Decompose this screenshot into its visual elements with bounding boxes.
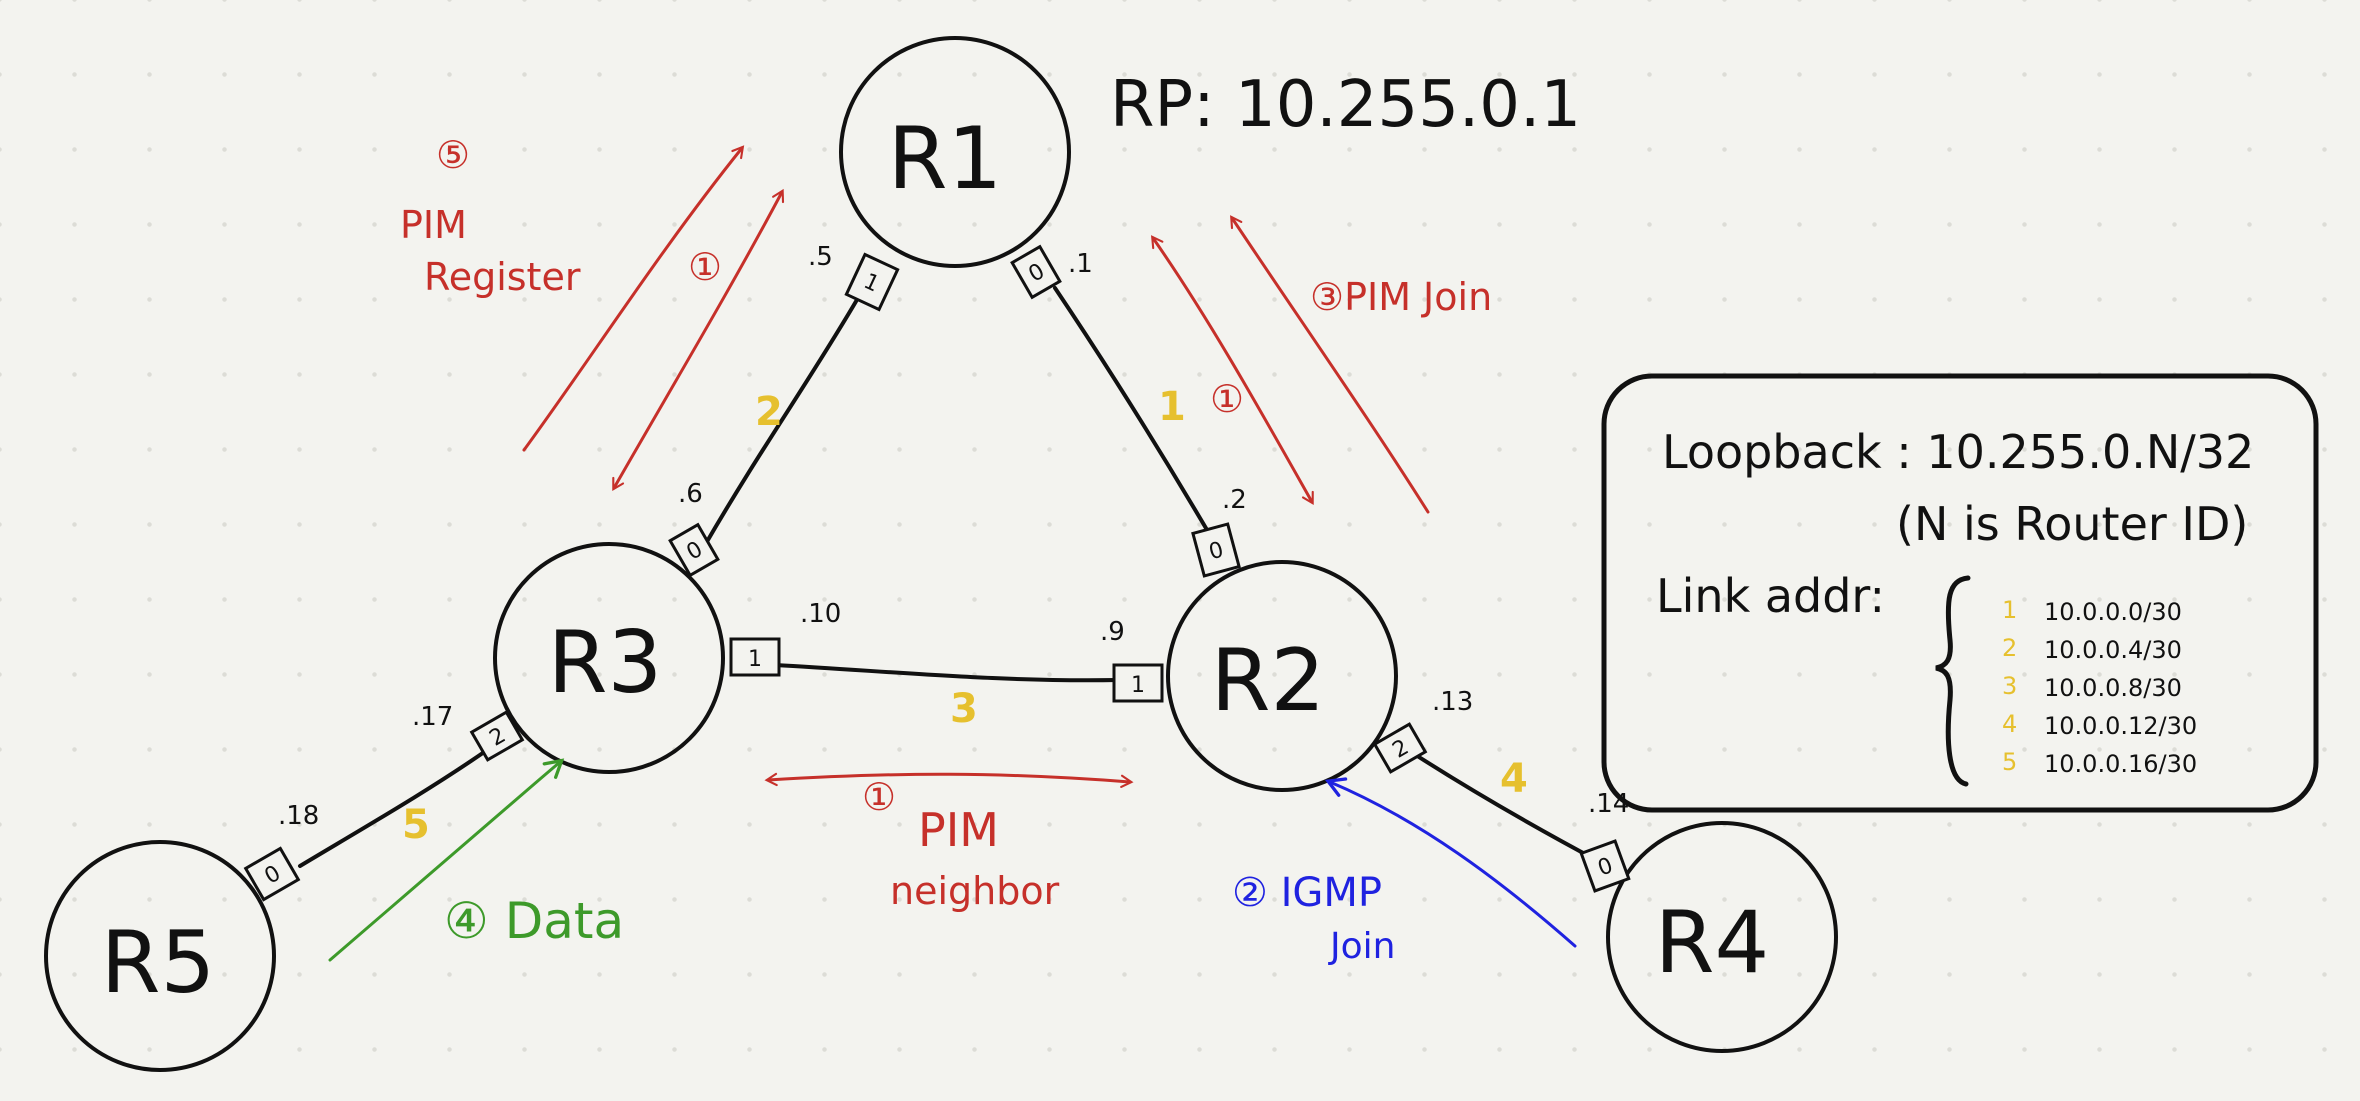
legend-link-5-addr: 10.0.0.16/30	[2044, 750, 2197, 778]
port-r5-0: 0	[243, 846, 301, 902]
link-3-r3-r2	[773, 663, 1120, 683]
pim-neighbor-arrow-r1-r2	[1150, 235, 1314, 506]
ports: 1 0 0 1 2 0 1 2	[243, 244, 1631, 902]
legend-link-2-addr: 10.0.0.4/30	[2044, 636, 2182, 664]
pim-neighbor-step-r1-r2: ①	[1210, 377, 1244, 421]
legend-link-3-num: 3	[2002, 672, 2017, 700]
router-r3-label: R3	[548, 613, 662, 713]
port-r3-0: 0	[668, 522, 720, 578]
data-annotation: ④ Data	[328, 758, 624, 962]
legend-link-4-addr: 10.0.0.12/30	[2044, 712, 2197, 740]
svg-text:1: 1	[748, 647, 762, 672]
legend-link-addr-label: Link addr:	[1656, 569, 1885, 623]
data-arrow	[328, 758, 565, 962]
pim-neighbor-arrow-r1-r3	[612, 188, 785, 492]
legend-link-1-num: 1	[2002, 596, 2017, 624]
legend-box: Loopback : 10.255.0.N/32 (N is Router ID…	[1601, 373, 2319, 813]
legend-loopback-note: (N is Router ID)	[1896, 497, 2248, 551]
links	[298, 286, 1602, 868]
svg-text:0: 0	[1206, 538, 1226, 566]
pim-register-label-line1: PIM	[400, 203, 467, 247]
port-r2-2: 2	[1372, 722, 1428, 774]
router-r4: R4	[1606, 821, 1838, 1053]
pim-neighbor-step-r1-r3: ①	[688, 245, 722, 289]
addr-r4-link4: .14	[1588, 789, 1629, 819]
link-2-r1-r3	[703, 296, 860, 547]
addr-r5-link5: .18	[278, 801, 319, 831]
pim-neighbor-step-r3-r2: ①	[862, 775, 896, 819]
pim-register-label-line2: Register	[424, 255, 581, 299]
router-r3: R3	[493, 542, 725, 774]
link-number-4: 4	[1500, 756, 1528, 802]
pim-neighbor-label-line1: PIM	[918, 803, 999, 857]
igmp-annotation: ② IGMP Join	[1232, 777, 1577, 967]
link-number-3: 3	[950, 686, 978, 732]
link-4-r2-r4	[1406, 748, 1602, 864]
router-r4-label: R4	[1655, 893, 1769, 993]
addr-r1-link2: .5	[808, 242, 833, 272]
router-r1: R1	[839, 36, 1071, 268]
addr-r3-link5: .17	[412, 702, 453, 732]
addr-r1-link1: .1	[1068, 249, 1093, 279]
port-r2-1: 1	[1112, 663, 1164, 703]
pim-register-step: ⑤	[436, 133, 470, 177]
addr-r2-link1: .2	[1222, 485, 1247, 515]
legend-link-3-addr: 10.0.0.8/30	[2044, 674, 2182, 702]
legend-link-1-addr: 10.0.0.0/30	[2044, 598, 2182, 626]
legend-brace	[1935, 575, 1971, 787]
legend-loopback: Loopback : 10.255.0.N/32	[1662, 425, 2254, 479]
link-number-2: 2	[755, 389, 783, 435]
pim-register-arrow	[522, 145, 745, 452]
router-r5: R5	[44, 840, 276, 1072]
port-r4-0: 0	[1579, 839, 1631, 893]
port-r3-1: 1	[729, 637, 781, 677]
legend-link-2-num: 2	[2002, 634, 2017, 662]
link-number-5: 5	[402, 802, 430, 848]
link-number-1: 1	[1158, 384, 1186, 430]
router-r1-label: R1	[888, 109, 1002, 209]
link-5-r3-r5	[298, 746, 492, 868]
pim-neighbor-label-line2: neighbor	[890, 869, 1060, 913]
addr-r3-link2: .6	[678, 479, 703, 509]
data-label: ④ Data	[444, 892, 624, 950]
pim-annotations	[522, 145, 1430, 788]
igmp-join-label-line2: Join	[1328, 926, 1395, 967]
port-r3-2: 2	[469, 710, 525, 762]
port-r1-0: 0	[1010, 244, 1062, 300]
igmp-join-label-line1: ② IGMP	[1232, 870, 1382, 916]
legend-link-5-num: 5	[2002, 748, 2017, 776]
svg-text:1: 1	[1131, 673, 1145, 698]
router-r5-label: R5	[101, 913, 215, 1013]
router-r2: R2	[1166, 560, 1398, 792]
pim-join-label: ③PIM Join	[1310, 275, 1492, 319]
legend-link-4-num: 4	[2002, 710, 2017, 738]
pim-labels: ⑤ PIM Register ① ① ③PIM Join ① PIM neigh…	[400, 133, 1492, 913]
link-1-r1-r2	[1053, 286, 1212, 537]
router-r2-label: R2	[1211, 631, 1325, 731]
addr-r3-link3: .10	[800, 599, 841, 629]
port-r1-1: 1	[844, 252, 900, 312]
rp-label: RP: 10.255.0.1	[1110, 68, 1581, 142]
pim-join-arrow	[1230, 215, 1430, 514]
pim-neighbor-arrow-r3-r2	[764, 772, 1134, 788]
addr-r2-link3: .9	[1100, 617, 1125, 647]
port-r2-0: 0	[1191, 522, 1241, 578]
igmp-join-arrow	[1324, 777, 1577, 948]
addr-r2-link4: .13	[1432, 687, 1473, 717]
legend-link-list: 1 10.0.0.0/30 2 10.0.0.4/30 3 10.0.0.8/3…	[2002, 596, 2197, 778]
